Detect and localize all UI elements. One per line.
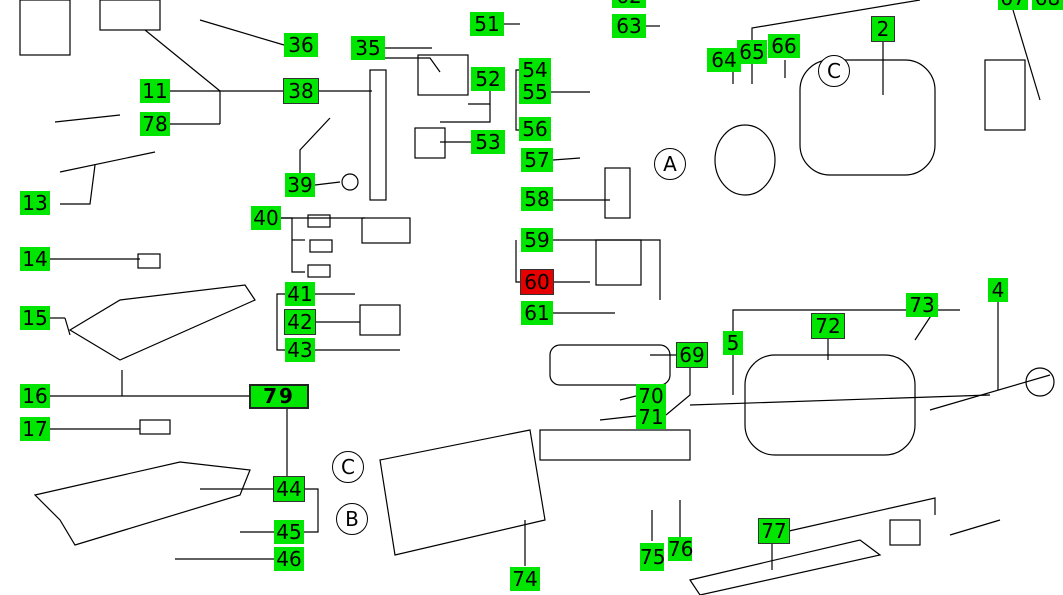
part-label-55[interactable]: 55 bbox=[519, 80, 551, 104]
part-label-38[interactable]: 38 bbox=[283, 78, 319, 104]
part-label-15[interactable]: 15 bbox=[20, 306, 50, 330]
part-label-5[interactable]: 5 bbox=[723, 331, 743, 355]
part-label-39[interactable]: 39 bbox=[285, 173, 315, 197]
part-label-76[interactable]: 76 bbox=[668, 537, 694, 561]
part-label-74[interactable]: 74 bbox=[510, 567, 540, 591]
part-label-60-highlighted[interactable]: 60 bbox=[520, 269, 554, 295]
part-label-64[interactable]: 64 bbox=[707, 48, 741, 72]
part-label-14[interactable]: 14 bbox=[20, 247, 50, 271]
part-label-58[interactable]: 58 bbox=[521, 187, 553, 211]
part-label-52[interactable]: 52 bbox=[471, 67, 505, 91]
part-label-72[interactable]: 72 bbox=[811, 313, 845, 339]
part-label-77[interactable]: 77 bbox=[758, 518, 790, 544]
part-label-43[interactable]: 43 bbox=[285, 338, 315, 362]
part-label-79[interactable]: 79 bbox=[249, 384, 309, 409]
callout-a: A bbox=[654, 148, 686, 180]
part-label-73[interactable]: 73 bbox=[906, 293, 938, 317]
part-label-61[interactable]: 61 bbox=[521, 301, 553, 325]
callout-c-top: C bbox=[818, 55, 850, 87]
part-label-4[interactable]: 4 bbox=[988, 278, 1008, 302]
part-label-44[interactable]: 44 bbox=[273, 476, 305, 502]
part-label-16[interactable]: 16 bbox=[20, 384, 50, 408]
part-label-62[interactable]: 62 bbox=[612, 0, 646, 8]
part-label-78[interactable]: 78 bbox=[140, 112, 170, 136]
part-label-11[interactable]: 11 bbox=[140, 79, 170, 103]
part-label-68[interactable]: 68 bbox=[1032, 0, 1063, 10]
part-label-42[interactable]: 42 bbox=[284, 309, 316, 335]
part-label-66[interactable]: 66 bbox=[768, 34, 800, 58]
part-label-53[interactable]: 53 bbox=[471, 130, 505, 154]
part-label-13[interactable]: 13 bbox=[20, 191, 50, 215]
part-label-41[interactable]: 41 bbox=[285, 282, 315, 306]
part-label-35[interactable]: 35 bbox=[351, 36, 385, 60]
callout-c-bottom: C bbox=[332, 451, 364, 483]
part-label-59[interactable]: 59 bbox=[521, 228, 553, 252]
part-label-40[interactable]: 40 bbox=[251, 206, 281, 230]
part-label-70[interactable]: 70 bbox=[636, 384, 666, 408]
part-label-17[interactable]: 17 bbox=[20, 417, 50, 441]
part-label-65[interactable]: 65 bbox=[737, 40, 767, 64]
part-label-2[interactable]: 2 bbox=[871, 16, 895, 42]
part-label-56[interactable]: 56 bbox=[519, 117, 551, 141]
part-label-36[interactable]: 36 bbox=[284, 33, 318, 57]
part-label-57[interactable]: 57 bbox=[521, 148, 553, 172]
part-label-46[interactable]: 46 bbox=[274, 547, 304, 571]
part-label-67[interactable]: 67 bbox=[998, 0, 1028, 10]
part-label-45[interactable]: 45 bbox=[274, 520, 304, 544]
part-label-71[interactable]: 71 bbox=[636, 405, 666, 429]
part-label-51[interactable]: 51 bbox=[470, 12, 504, 36]
part-label-63[interactable]: 63 bbox=[612, 14, 646, 38]
callout-b: B bbox=[336, 503, 368, 535]
part-label-69[interactable]: 69 bbox=[676, 342, 708, 368]
part-label-54[interactable]: 54 bbox=[519, 58, 551, 82]
part-label-75[interactable]: 75 bbox=[640, 543, 666, 571]
